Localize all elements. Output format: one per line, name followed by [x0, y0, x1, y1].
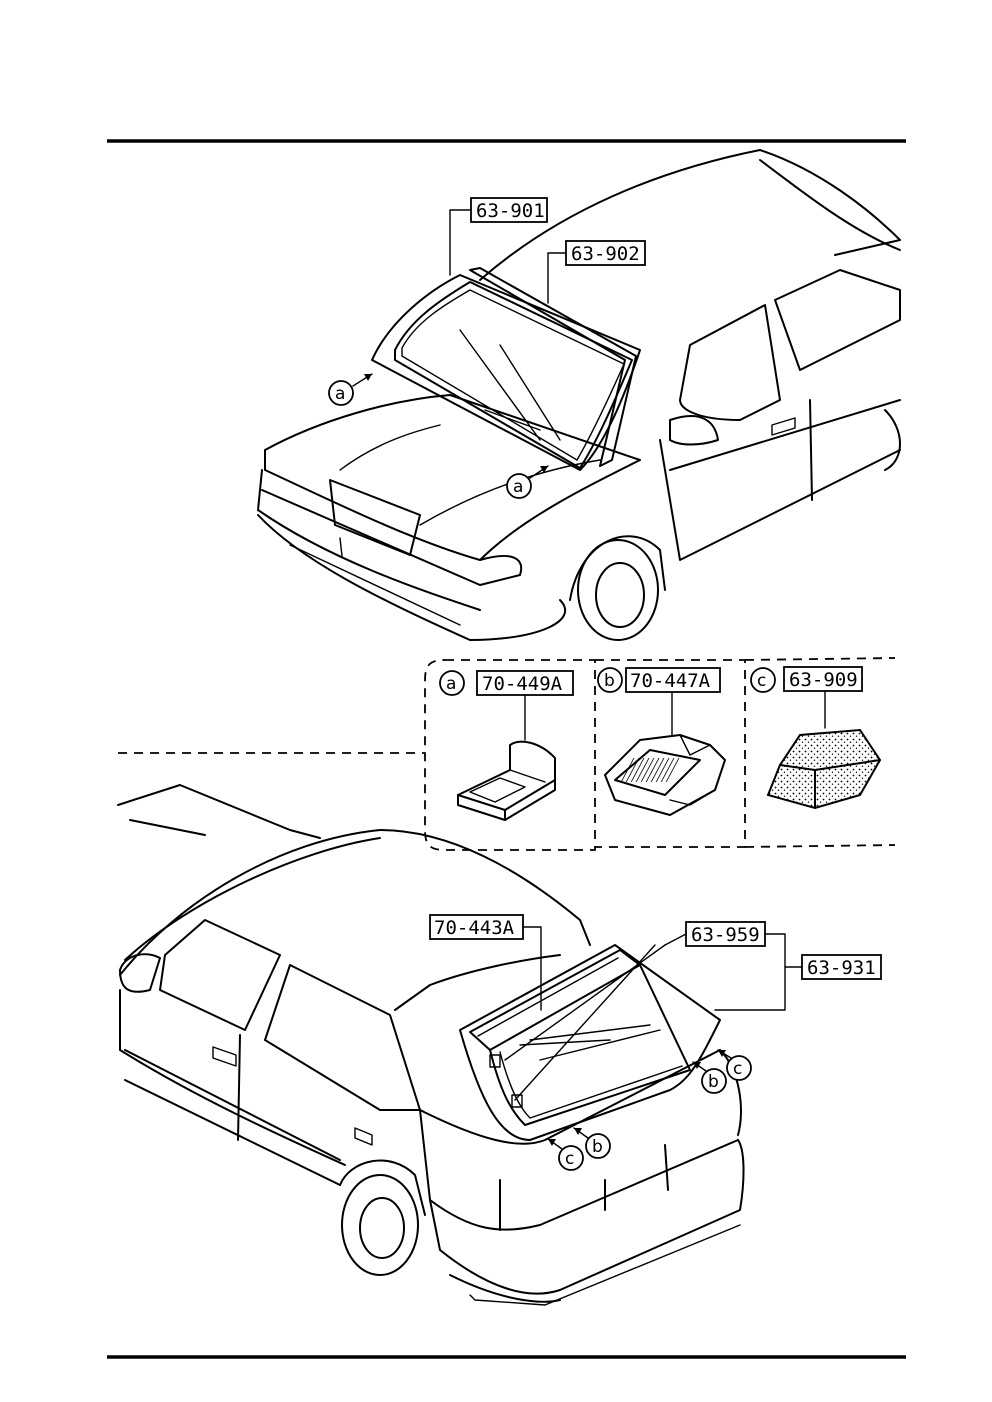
detail-box-b	[595, 659, 746, 848]
label-70-449A-text: 70-449A	[482, 673, 563, 695]
label-63-902-text: 63-902	[571, 243, 640, 265]
dam-c-part	[766, 728, 882, 810]
label-70-443A[interactable]: 70-443A	[429, 914, 524, 940]
label-63-902[interactable]: 63-902	[565, 240, 646, 266]
label-70-447A-text: 70-447A	[630, 670, 711, 692]
label-63-901-text: 63-901	[476, 200, 545, 222]
label-63-931-text: 63-931	[807, 957, 876, 979]
svg-text:b: b	[708, 1072, 719, 1092]
callout-a-front-bottom: a	[506, 473, 532, 499]
label-70-443A-text: 70-443A	[434, 917, 515, 939]
callout-c-rear-right: c	[726, 1055, 752, 1081]
callout-a-front-left: a	[328, 380, 354, 406]
svg-text:b: b	[604, 671, 615, 691]
front-car-illustration	[257, 149, 901, 641]
fastener-a-part	[457, 740, 556, 821]
svg-text:c: c	[757, 671, 766, 691]
rear-car-illustration	[117, 784, 745, 1306]
label-63-909-text: 63-909	[789, 669, 858, 691]
fastener-b-part	[604, 734, 726, 816]
callout-b-rear-right: b	[701, 1068, 727, 1094]
svg-text:a: a	[513, 477, 523, 497]
callout-b-rear-bottom: b	[585, 1133, 611, 1159]
detail-b: b	[597, 667, 623, 693]
label-63-959[interactable]: 63-959	[685, 921, 766, 947]
svg-text:a: a	[335, 384, 345, 404]
label-63-901[interactable]: 63-901	[470, 197, 548, 223]
label-70-449A[interactable]: 70-449A	[476, 670, 574, 696]
label-63-959-text: 63-959	[691, 924, 760, 946]
detail-box-a	[424, 659, 596, 851]
callout-c-rear-bottom: c	[558, 1145, 584, 1171]
svg-text:c: c	[565, 1149, 574, 1169]
label-63-909[interactable]: 63-909	[783, 666, 863, 692]
svg-text:a: a	[446, 674, 456, 694]
label-63-931[interactable]: 63-931	[801, 954, 882, 980]
svg-text:c: c	[733, 1059, 742, 1079]
detail-c: c	[750, 667, 776, 693]
svg-text:b: b	[592, 1137, 603, 1157]
detail-a: a	[439, 670, 465, 696]
label-70-447A[interactable]: 70-447A	[625, 667, 721, 693]
